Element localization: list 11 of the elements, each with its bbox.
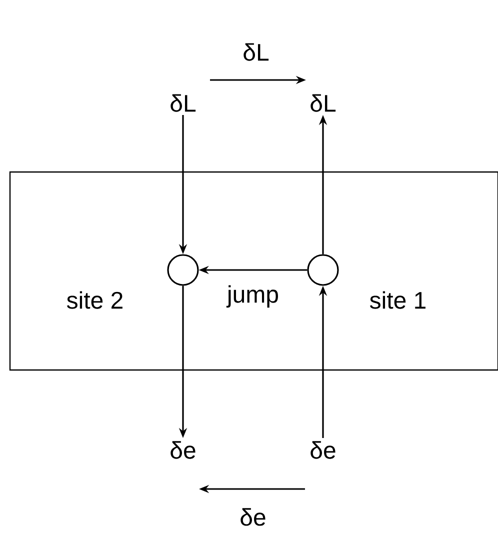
site-circle bbox=[167, 254, 199, 286]
symbol-label: δL bbox=[244, 43, 269, 61]
site-circle bbox=[307, 254, 339, 286]
edge-label: jump bbox=[226, 284, 280, 309]
symbol-label: δL bbox=[310, 94, 336, 112]
symbol-label: δe bbox=[240, 508, 266, 526]
symbol-label: δe bbox=[170, 441, 196, 459]
symbol-label: δL bbox=[170, 94, 196, 112]
site-label: site 1 bbox=[370, 291, 426, 309]
site-label: site 2 bbox=[67, 291, 122, 309]
symbol-label: δe bbox=[310, 441, 336, 459]
